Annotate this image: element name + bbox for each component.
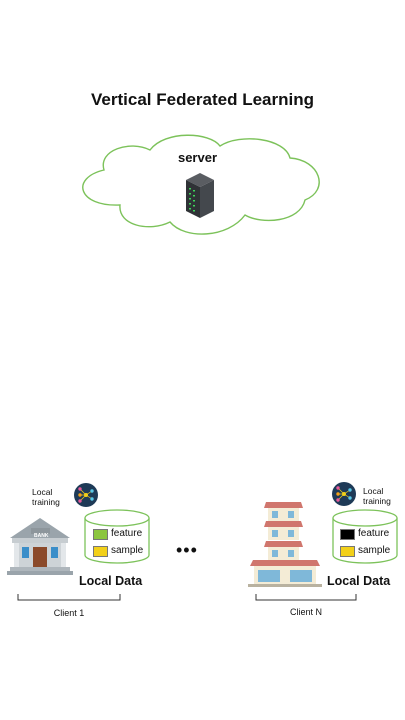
feature-swatch	[93, 529, 108, 540]
shop-building-icon	[248, 502, 322, 587]
sample-swatch	[340, 546, 355, 557]
local-training-label: Local training	[363, 486, 391, 506]
neural-network-icon	[74, 483, 98, 507]
bank-building-icon	[7, 518, 73, 575]
feature-swatch	[340, 529, 355, 540]
local-training-label: Local training	[32, 487, 60, 507]
sample-swatch	[93, 546, 108, 557]
sample-label: sample	[111, 545, 144, 556]
server-label: server	[177, 150, 218, 165]
feature-label: feature	[111, 528, 143, 539]
client-n-bracket	[255, 594, 357, 601]
client-1-bracket	[17, 594, 121, 601]
client-n-label: Client N	[289, 607, 322, 617]
feature-label: feature	[358, 528, 390, 539]
client-1-label: Client 1	[53, 608, 85, 618]
neural-network-icon	[332, 482, 356, 506]
server-rack-icon	[186, 173, 214, 218]
bank-sign: BANK	[34, 533, 49, 539]
ellipsis: •••	[176, 540, 198, 560]
local-data-label: Local Data	[327, 574, 391, 588]
sample-label: sample	[358, 545, 391, 556]
local-data-label: Local Data	[79, 574, 143, 588]
diagram-title: Vertical Federated Learning	[91, 90, 314, 109]
